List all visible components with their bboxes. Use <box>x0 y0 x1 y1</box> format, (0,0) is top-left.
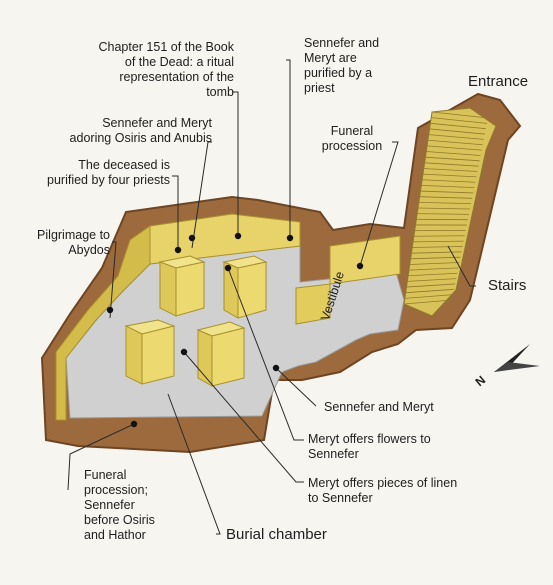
leader-lines <box>67 59 476 535</box>
stair-tread <box>417 213 469 215</box>
stair-tread <box>420 190 474 194</box>
label-entrance: Entrance <box>468 73 529 90</box>
pillar-1 <box>158 255 206 317</box>
label-funeral-osiris: Funeral procession; Sennefer before Osir… <box>84 468 155 542</box>
label-four-priests: The deceased is purified by four priests <box>47 158 170 187</box>
label-sennefer-meryt: Sennefer and Meryt <box>324 400 434 414</box>
stair-tread <box>431 111 489 119</box>
stair-tread <box>422 179 476 183</box>
stair-tread <box>431 117 487 124</box>
stair-tread <box>408 267 459 271</box>
label-funeral-procession: Funeral procession <box>321 124 383 153</box>
stair-tread <box>429 128 485 135</box>
stair-tread <box>403 299 453 305</box>
stair-tread <box>430 122 486 130</box>
label-pilgrimage: Pilgrimage to Abydos <box>37 228 110 257</box>
stair-tread <box>421 185 475 188</box>
label-stairs: Stairs <box>488 277 527 294</box>
stair-tread <box>404 294 454 299</box>
pillar-4 <box>196 321 246 387</box>
stair-tread <box>426 151 481 156</box>
label-chapter151: Chapter 151 of the Book of the Dead: a r… <box>98 40 234 99</box>
vestibule-wall <box>329 235 401 285</box>
vestibule-side-wall <box>295 283 331 325</box>
stair-tread <box>409 262 460 265</box>
stair-tread <box>424 162 479 167</box>
stair-tread <box>407 278 457 282</box>
stair-tread <box>423 168 478 172</box>
stair-tread <box>427 145 482 151</box>
pillar-3 <box>124 319 176 385</box>
pillar-2 <box>222 255 268 319</box>
compass-arrow-icon <box>494 344 540 372</box>
stair-tread <box>427 139 483 146</box>
stair-tread <box>412 246 463 248</box>
stair-tread <box>425 156 480 162</box>
label-linen: Meryt offers pieces of linen to Sennefer <box>308 476 458 505</box>
label-adoring: Sennefer and Meryt adoring Osiris and An… <box>69 116 212 145</box>
stair-tread <box>410 256 461 260</box>
stair-tread <box>413 240 464 243</box>
stair-steps <box>403 111 489 305</box>
label-flowers: Meryt offers flowers to Sennefer <box>308 432 431 461</box>
stair-tread <box>418 201 472 205</box>
stair-tread <box>417 207 471 210</box>
stair-tread <box>406 283 456 288</box>
leader-dots <box>106 232 364 428</box>
label-purified-priest: Sennefer and Meryt are purified by a pri… <box>304 36 380 95</box>
left-wall <box>55 225 151 421</box>
stair-tread <box>428 134 484 140</box>
stair-tread <box>411 251 462 254</box>
stair-tread <box>405 288 455 294</box>
label-burial-chamber: Burial chamber <box>226 526 327 543</box>
stair-tread <box>419 196 473 199</box>
stair-tread <box>408 272 458 277</box>
stair-tread <box>422 173 477 178</box>
